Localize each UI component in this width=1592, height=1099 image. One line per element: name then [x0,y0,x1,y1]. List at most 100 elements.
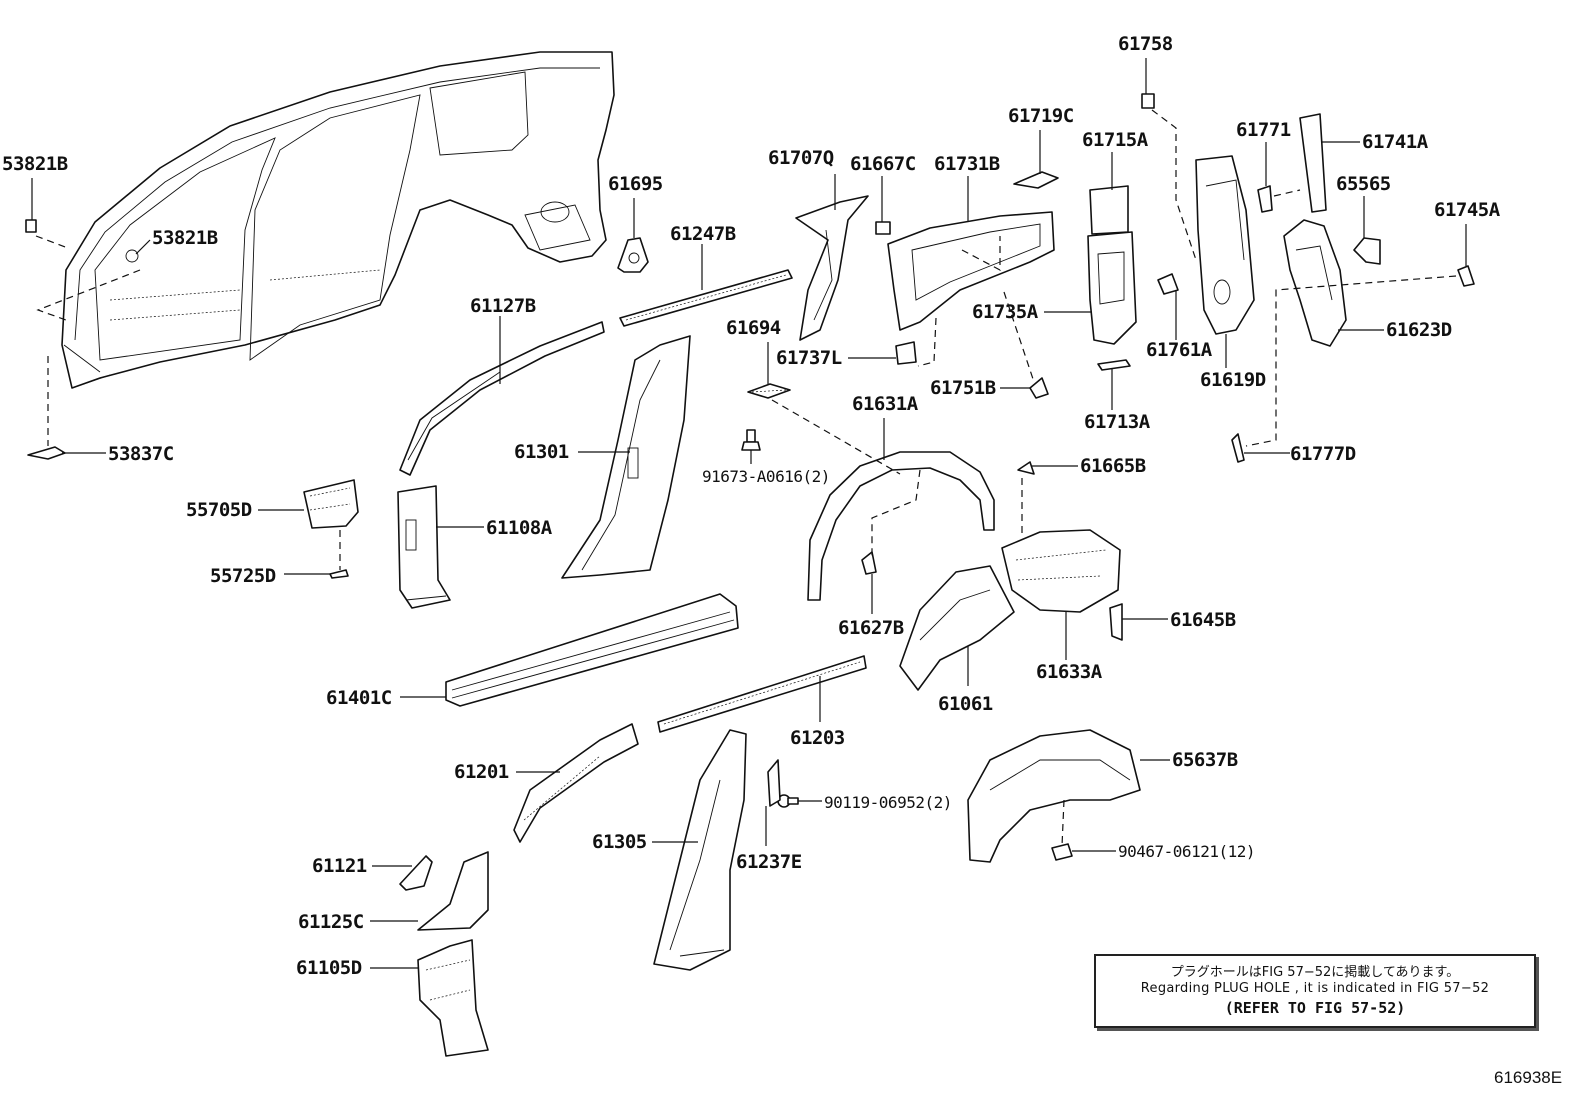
figure-id: 616938E [1494,1068,1563,1087]
label-65637b: 65637B [1172,749,1238,771]
quarter-panel-61623d [1283,219,1347,347]
quarter-wheel-61061 [899,565,1015,691]
bracket-61777d [1231,433,1245,463]
label-61633a: 61633A [1036,661,1103,683]
roof-rail-61127b [399,321,605,476]
bracket-61237e [767,759,781,807]
front-pillar-reinforce-61201 [513,723,639,843]
pillar-bracket-61105d [417,939,489,1057]
bracket-55705d [303,479,359,529]
label-61715a: 61715A [1082,129,1149,151]
label-61694: 61694 [726,317,781,339]
label-61301: 61301 [514,441,569,463]
plug-hole-note: プラグホールはFIG 57−52に掲載してあります。 Regarding PLU… [1094,954,1536,1028]
label-61707q: 61707Q [768,147,834,169]
rocker-outer-61401c [445,593,739,707]
label-61061: 61061 [938,693,993,715]
label-61631a: 61631A [852,393,919,415]
label-53821b-b: 53821B [152,227,218,249]
label-55725d: 55725D [210,565,276,587]
label-61108a: 61108A [486,517,553,539]
label-53821b-a: 53821B [2,153,68,175]
clip-61665b [1017,461,1035,475]
label-61125c: 61125C [298,911,364,933]
front-pillar-61108a [397,485,451,609]
wheel-housing-outer-61631a [807,451,995,601]
roof-side-rail-61247b [619,269,793,327]
quarter-pillar-61707q [795,195,869,341]
bracket-55725d [329,569,349,579]
label-91673-a0616: 91673-A0616(2) [702,467,830,486]
reference-lines [35,109,1457,847]
bracket-61761a [1157,273,1179,295]
label-61105d: 61105D [296,957,362,979]
label-61695: 61695 [608,173,663,195]
label-55705d: 55705D [186,499,252,521]
wheel-housing-inner-61633a [1001,529,1121,613]
label-61627b: 61627B [838,617,904,639]
label-61665b: 61665B [1080,455,1146,477]
label-61623d: 61623D [1386,319,1452,341]
label-61237e: 61237E [736,851,802,873]
label-61761a: 61761A [1146,339,1213,361]
label-61777d: 61777D [1290,443,1356,465]
part-labels: 61758 53821B 53821B 53837C 61695 61247B … [2,33,1501,979]
clip-61758 [1141,93,1155,109]
bracket-61771 [1257,185,1273,213]
bracket-61713a [1097,359,1131,371]
label-61127b: 61127B [470,295,536,317]
clip-53821b-top [25,219,37,233]
pillar-inner-61619d [1195,155,1255,335]
center-pillar-outer-61301 [561,335,691,579]
label-61751b: 61751B [930,377,996,399]
label-61247b: 61247B [670,223,736,245]
label-61771: 61771 [1236,119,1291,141]
bracket-61121 [399,855,433,891]
note-japanese: プラグホールはFIG 57−52に掲載してあります。 [1170,965,1460,980]
note-english: Regarding PLUG HOLE , it is indicated in… [1140,981,1490,996]
label-61645b: 61645B [1170,609,1236,631]
label-61758: 61758 [1118,33,1173,55]
clip-53837c [27,446,66,460]
wheel-liner-65637b [967,729,1141,863]
bolt-90119 [777,794,799,808]
plug-61695 [617,237,649,273]
center-pillar-inner-61305 [653,729,747,971]
pillar-reinforce-61741a [1299,113,1327,213]
bolt-91673 [741,429,761,451]
body-side-outer-panel [61,51,615,389]
label-61619d: 61619D [1200,369,1266,391]
bracket-61645b [1109,603,1123,641]
clip-61667c [875,221,891,235]
label-65565: 65565 [1336,173,1391,195]
label-61203: 61203 [790,727,845,749]
quarter-inner-panel-61731b [887,211,1055,331]
note-reference: (REFER TO FIG 57-52) [1224,999,1406,1017]
clip-61745a [1457,265,1475,287]
bracket-61737l [895,341,917,365]
label-61121: 61121 [312,855,367,877]
label-61719c: 61719C [1008,105,1074,127]
bracket-61751b [1029,377,1049,399]
pillar-reinforcement-61715a [1087,185,1137,345]
label-61731b: 61731B [934,153,1000,175]
label-61713a: 61713A [1084,411,1151,433]
label-61737l: 61737L [776,347,842,369]
label-61201: 61201 [454,761,509,783]
leader-lines [31,58,1467,969]
nut-90467 [1051,843,1073,861]
label-90119-06952: 90119-06952(2) [824,793,952,812]
bracket-65565 [1353,237,1381,265]
label-61745a: 61745A [1434,199,1501,221]
label-61741a: 61741A [1362,131,1429,153]
bracket-61627b [861,551,877,575]
bracket-61719c [1013,171,1059,189]
bracket-61125c [417,851,489,931]
label-61401c: 61401C [326,687,392,709]
plug-61694 [747,383,791,399]
label-90467-06121: 90467-06121(12) [1118,842,1255,861]
label-61667c: 61667C [850,153,916,175]
label-53837c: 53837C [108,443,174,465]
rocker-inner-61203 [657,655,867,733]
